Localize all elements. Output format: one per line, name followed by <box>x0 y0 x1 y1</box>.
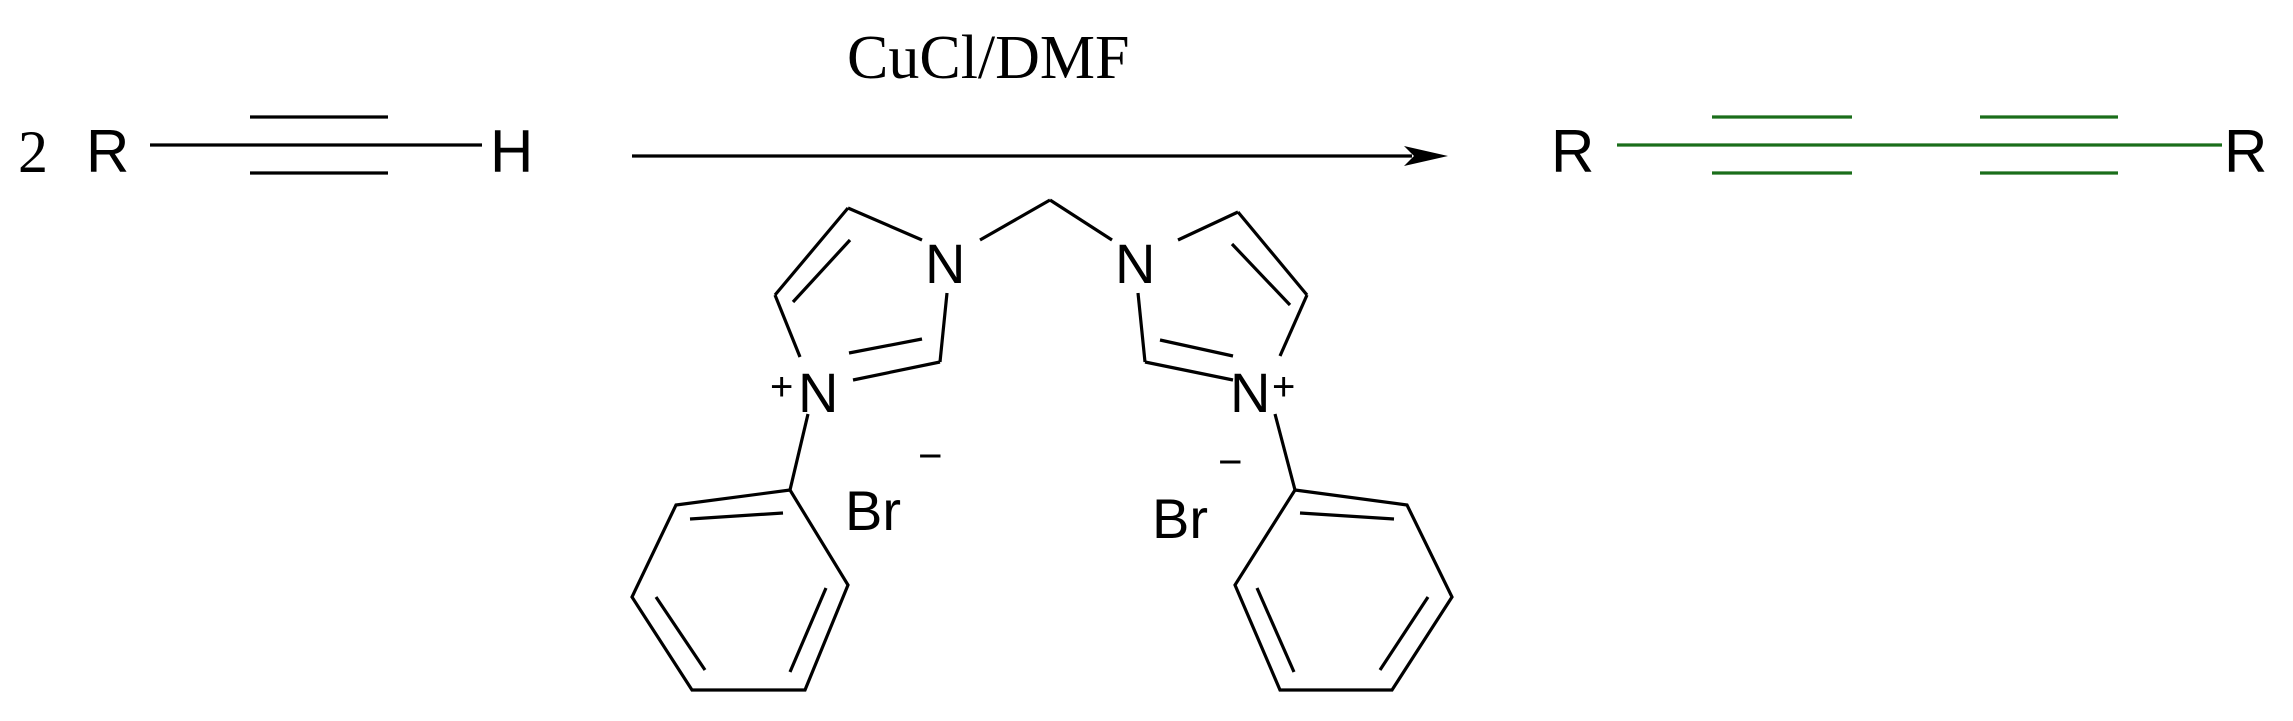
reactant-alkyne-bonds <box>150 115 482 175</box>
stoichiometric-coefficient: 2 <box>18 119 48 185</box>
left-bromide: Br <box>845 479 901 542</box>
reactant-hydrogen: H <box>490 118 533 185</box>
product-diyne-bonds <box>1617 115 2222 175</box>
right-phenyl-ring <box>1233 488 1454 692</box>
reaction-arrow <box>632 146 1448 166</box>
left-imidazolium-ring-bonds <box>773 206 949 382</box>
left-ring-nitrogen: N <box>925 232 965 295</box>
right-cation-plus: + <box>1272 365 1295 409</box>
left-cation-plus: + <box>770 365 793 409</box>
right-cationic-nitrogen: N <box>1230 361 1270 424</box>
right-bromide-charge: − <box>1218 438 1243 485</box>
right-bromide: Br <box>1152 487 1208 550</box>
left-bromide-charge: − <box>918 432 943 479</box>
left-phenyl-ring <box>630 488 850 692</box>
n-phenyl-bonds <box>788 413 1297 491</box>
reactant-r-group: R <box>86 118 129 185</box>
methylene-bridge <box>979 198 1113 242</box>
reaction-conditions: CuCl/DMF <box>847 24 1130 92</box>
right-ring-nitrogen: N <box>1115 232 1155 295</box>
product-r-group-right: R <box>2224 118 2267 185</box>
left-cationic-nitrogen: N <box>798 361 838 424</box>
right-imidazolium-ring-bonds <box>1136 210 1309 382</box>
product-r-group-left: R <box>1551 118 1594 185</box>
